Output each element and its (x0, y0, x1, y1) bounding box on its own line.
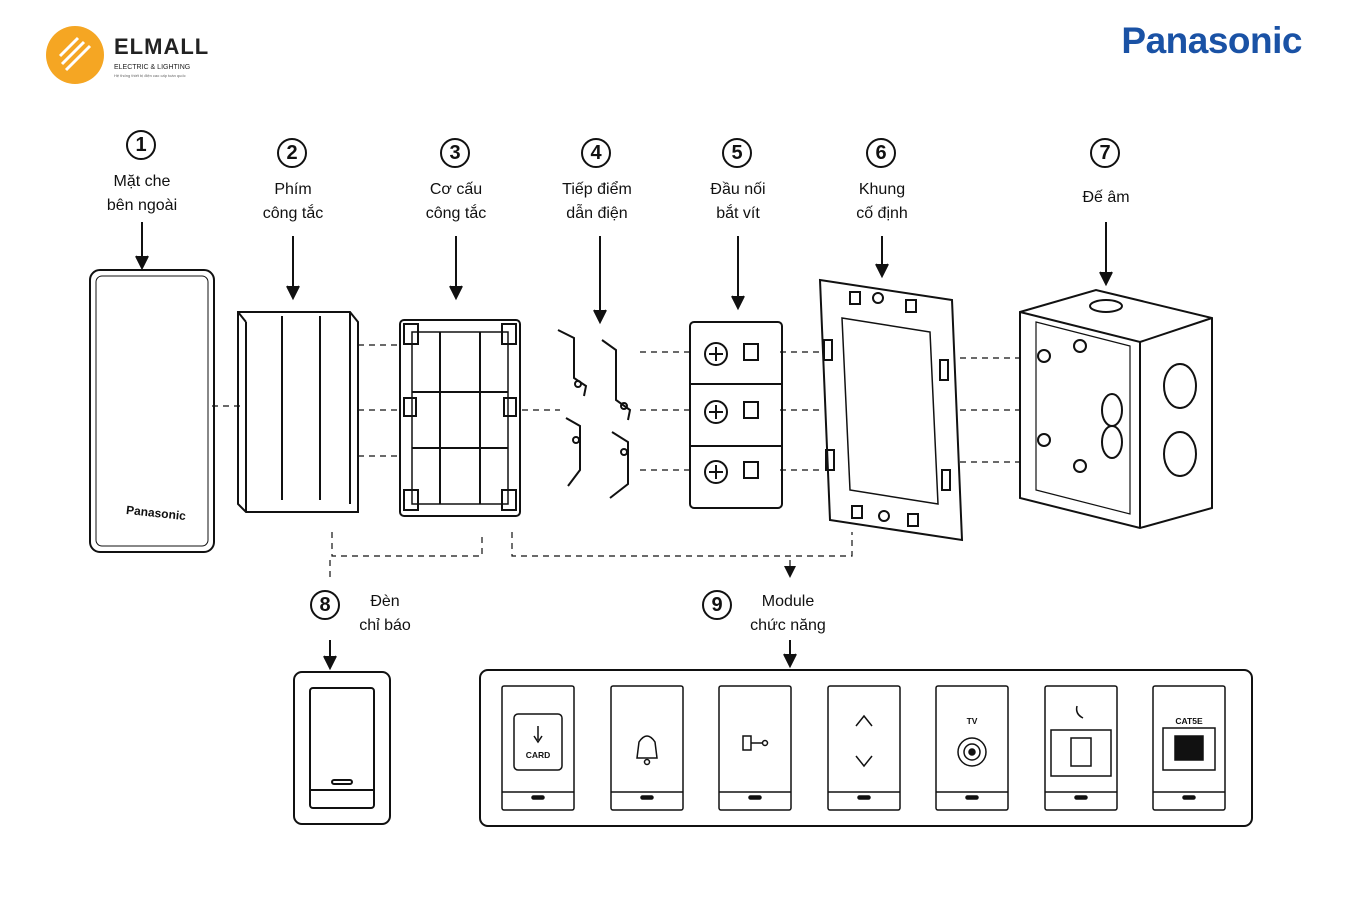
module-data-socket: CAT5E (1152, 685, 1226, 811)
part-label-9-line-2: chức năng (750, 617, 826, 634)
part-label-8: Đèn chỉ báo (340, 590, 430, 638)
part-label-5-line-2: bắt vít (716, 205, 760, 222)
module-label-0: CARD (526, 750, 551, 760)
module-bell (610, 685, 684, 811)
part-label-3-line-1: Cơ cấu (429, 181, 483, 198)
elmall-logo-line2: Hệ thống thiết bị điện cao cấp toàn quốc (114, 73, 186, 78)
up-down-icon (855, 714, 873, 768)
switch-keys (237, 311, 359, 513)
module-label-4: TV (967, 716, 978, 726)
arrows (135, 222, 1113, 325)
part-number-1: 1 (126, 130, 156, 160)
phone-socket-icon (1050, 705, 1112, 777)
part-label-3: Cơ cấu công tắc (406, 178, 506, 226)
part-label-6: Khung cố định (832, 178, 932, 226)
data-socket-icon (1162, 727, 1216, 771)
part-label-8-line-1: Đèn (370, 593, 400, 610)
part-number-6: 6 (866, 138, 896, 168)
elmall-logo-name: ELMALL (114, 34, 210, 59)
tv-socket-icon (957, 737, 987, 767)
part-label-9-line-1: Module (761, 593, 815, 610)
part-label-6-line-1: Khung (858, 181, 906, 198)
part-label-2: Phím công tắc (243, 178, 343, 226)
conductive-contacts (557, 329, 632, 499)
part-label-1: Mặt che bên ngoài (92, 170, 192, 218)
screw-terminals (689, 321, 783, 509)
indicator-switch (293, 671, 391, 825)
function-modules-strip (479, 669, 1253, 827)
part-label-5: Đầu nối bắt vít (688, 178, 788, 226)
part-label-3-line-2: công tắc (425, 205, 487, 222)
part-number-9: 9 (702, 590, 732, 620)
module-card: CARD (501, 685, 575, 811)
part-label-9: Module chức năng (738, 590, 838, 638)
elmall-logo: ELMALL ELECTRIC & LIGHTING Hệ thống thiế… (44, 24, 244, 86)
elmall-logo-icon (46, 26, 104, 84)
module-label-6: CAT5E (1175, 716, 1203, 726)
part-label-8-line-2: chỉ báo (359, 617, 411, 634)
bell-icon (636, 735, 658, 766)
part-label-4-line-1: Tiếp điểm (562, 181, 632, 198)
module-key (718, 685, 792, 811)
part-label-4: Tiếp điểm dẫn điện (547, 178, 647, 226)
panasonic-brand-logo: Panasonic (1121, 20, 1302, 61)
part-label-1-line-2: bên ngoài (106, 197, 178, 214)
module-up-down (827, 685, 901, 811)
key-icon (742, 735, 769, 751)
part-label-1-line-1: Mặt che (113, 173, 171, 190)
part-number-5: 5 (722, 138, 752, 168)
part-number-3: 3 (440, 138, 470, 168)
module-phone-socket (1044, 685, 1118, 811)
part-label-7: Đế âm (1056, 186, 1156, 210)
part-label-2-line-2: công tắc (262, 205, 324, 222)
part-label-6-line-2: cố định (856, 205, 908, 222)
part-number-4: 4 (581, 138, 611, 168)
part-label-7-line-1: Đế âm (1082, 189, 1130, 206)
cover-plate (89, 269, 215, 553)
elmall-logo-line1: ELECTRIC & LIGHTING (114, 64, 191, 71)
flush-box (1019, 288, 1213, 530)
part-number-7: 7 (1090, 138, 1120, 168)
part-number-2: 2 (277, 138, 307, 168)
mounting-frame (818, 278, 964, 542)
switch-mechanism (399, 319, 521, 517)
part-label-5-line-1: Đầu nối (710, 181, 766, 198)
part-label-2-line-1: Phím (274, 181, 312, 198)
module-tv-socket: TV (935, 685, 1009, 811)
part-number-8: 8 (310, 590, 340, 620)
card-icon (513, 713, 563, 771)
part-label-4-line-2: dẫn điện (566, 205, 628, 222)
